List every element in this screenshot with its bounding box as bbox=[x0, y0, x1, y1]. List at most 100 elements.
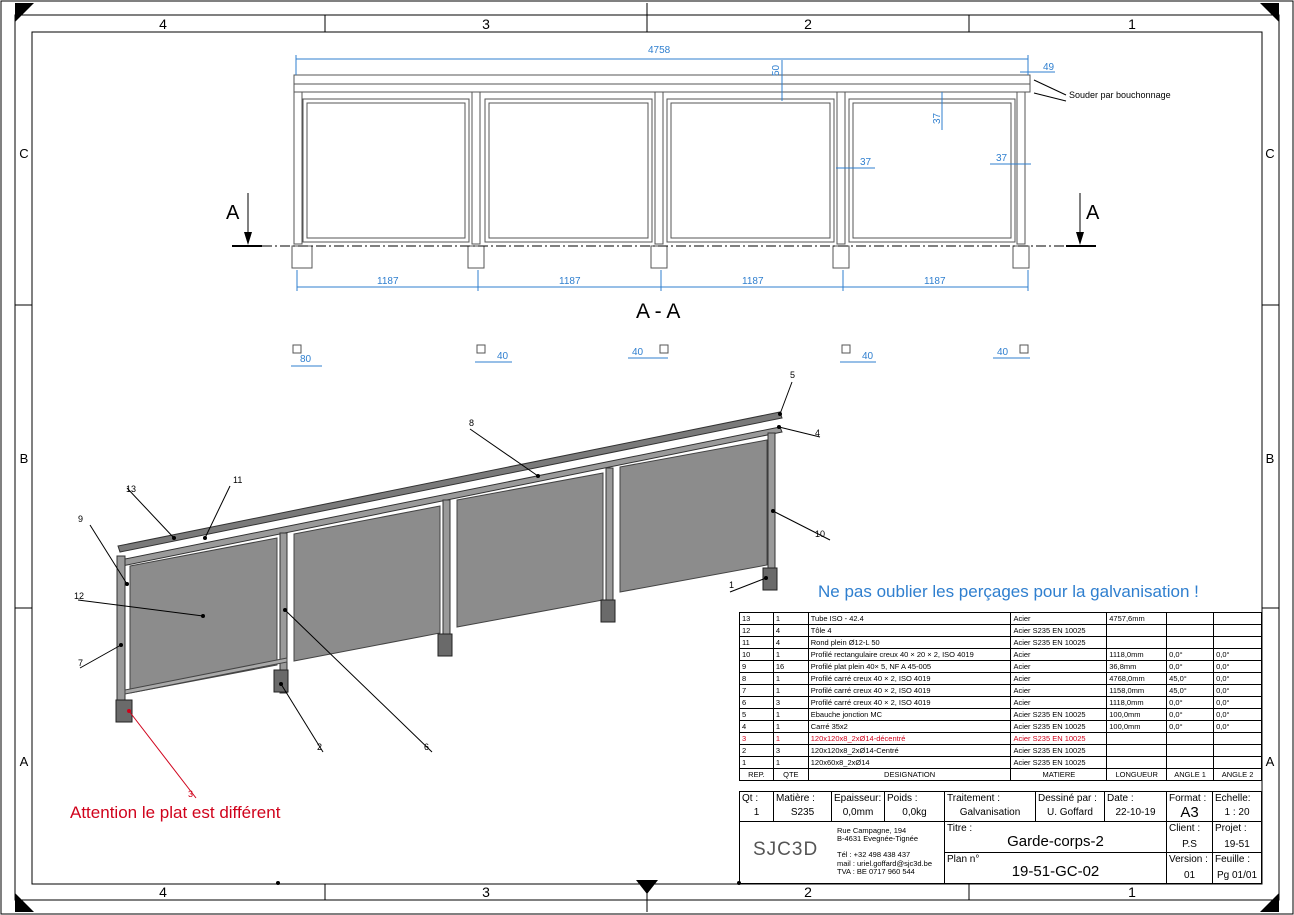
tb-projet: Projet :19-51 bbox=[1212, 821, 1262, 853]
dim-gap-top: 37 bbox=[932, 112, 943, 124]
section-letter-right: A bbox=[1086, 202, 1100, 224]
bom-cell: 4 bbox=[739, 720, 774, 733]
dim-gap-side-1: 37 bbox=[860, 157, 872, 168]
bom-cell bbox=[1106, 624, 1168, 637]
bom-cell: 4 bbox=[772, 636, 809, 649]
bom-cell: 120x120x8_2xØ14-décentré bbox=[807, 732, 1012, 745]
bom-header-cell: LONGUEUR bbox=[1106, 768, 1168, 781]
tb-echelle: Echelle:1 : 20 bbox=[1212, 791, 1262, 822]
bom-cell bbox=[1166, 744, 1215, 757]
bom-cell: Acier bbox=[1010, 612, 1108, 625]
zone-col-2-bottom: 2 bbox=[804, 884, 812, 900]
dim-end-offset: 49 bbox=[1043, 62, 1055, 73]
bom-cell: 100,0mm bbox=[1106, 708, 1168, 721]
tb-feuille: Feuille :Pg 01/01 bbox=[1212, 852, 1262, 884]
bom-cell: 0,0° bbox=[1166, 696, 1215, 709]
bom-cell: 1 bbox=[772, 672, 809, 685]
zone-col-4-top: 4 bbox=[159, 16, 167, 32]
bom-cell: 1118,0mm bbox=[1106, 696, 1168, 709]
bom-cell bbox=[1106, 744, 1168, 757]
bom-cell bbox=[1106, 732, 1168, 745]
callout-10: 10 bbox=[815, 529, 826, 539]
callout-5: 5 bbox=[790, 370, 796, 380]
tb-client: Client :P.S bbox=[1166, 821, 1213, 853]
bom-cell: 36,8mm bbox=[1106, 660, 1168, 673]
bom-cell bbox=[1106, 636, 1168, 649]
bom-cell bbox=[1166, 756, 1215, 769]
dim-rail-height: 50 bbox=[771, 64, 782, 76]
bom-cell: 0,0° bbox=[1166, 648, 1215, 661]
dim-plate-5: 40 bbox=[997, 347, 1009, 358]
bom-cell: Tube ISO - 42.4 bbox=[807, 612, 1012, 625]
bom-cell: 4757,6mm bbox=[1106, 612, 1168, 625]
bom-cell bbox=[1166, 612, 1215, 625]
bom-cell: Acier S235 EN 10025 bbox=[1010, 720, 1108, 733]
bom-cell: 0,0° bbox=[1166, 708, 1215, 721]
zone-col-1-bottom: 1 bbox=[1128, 884, 1136, 900]
bom-cell: 5 bbox=[739, 708, 774, 721]
tb-company: SJC3D Rue Campagne, 194 B-4631 Evegnée-T… bbox=[739, 821, 945, 884]
bom-cell: Profilé carré creux 40 × 2, ISO 4019 bbox=[807, 684, 1012, 697]
bom-cell: 3 bbox=[772, 744, 809, 757]
callout-9: 9 bbox=[78, 514, 84, 524]
bom-cell: Profilé carré creux 40 × 2, ISO 4019 bbox=[807, 696, 1012, 709]
zone-row-b-right: B bbox=[1265, 451, 1275, 466]
callout-7: 7 bbox=[78, 658, 84, 668]
bom-cell: Acier bbox=[1010, 648, 1108, 661]
tb-traitement: Traitement :Galvanisation bbox=[944, 791, 1036, 822]
zone-row-b-left: B bbox=[19, 451, 29, 466]
bom-cell: 1118,0mm bbox=[1106, 648, 1168, 661]
zone-col-4-bottom: 4 bbox=[159, 884, 167, 900]
callout-11: 11 bbox=[233, 475, 243, 485]
dim-plate-1: 80 bbox=[300, 354, 312, 365]
bom-cell: 0,0° bbox=[1213, 648, 1262, 661]
bom-header-cell: REP. bbox=[739, 768, 774, 781]
zone-col-2-top: 2 bbox=[804, 16, 812, 32]
tb-date: Date :22-10-19 bbox=[1104, 791, 1167, 822]
zone-row-c-left: C bbox=[19, 146, 29, 161]
bom-cell bbox=[1166, 636, 1215, 649]
zone-col-3-top: 3 bbox=[482, 16, 490, 32]
bom-header-cell: QTE bbox=[772, 768, 809, 781]
bom-cell: Acier bbox=[1010, 684, 1108, 697]
bom-cell bbox=[1213, 756, 1262, 769]
bom-cell: Ebauche jonction MC bbox=[807, 708, 1012, 721]
bom-cell: Acier S235 EN 10025 bbox=[1010, 636, 1108, 649]
bom-cell: 1 bbox=[772, 732, 809, 745]
dim-span-2: 1187 bbox=[559, 276, 581, 287]
bom-header-cell: ANGLE 1 bbox=[1166, 768, 1215, 781]
bom-cell bbox=[1213, 624, 1262, 637]
tb-titre: Titre :Garde-corps-2 bbox=[944, 821, 1167, 853]
dim-overall-length: 4758 bbox=[648, 45, 671, 56]
dim-plate-4: 40 bbox=[862, 351, 874, 362]
bom-cell bbox=[1166, 732, 1215, 745]
dim-plate-2: 40 bbox=[497, 351, 509, 362]
bom-cell: Acier bbox=[1010, 672, 1108, 685]
dim-gap-side-2: 37 bbox=[996, 153, 1008, 164]
dim-plate-3: 40 bbox=[632, 347, 644, 358]
bom-cell: 1 bbox=[772, 756, 809, 769]
bom-cell: 2 bbox=[739, 744, 774, 757]
tb-dessine: Dessiné par :U. Goffard bbox=[1035, 791, 1105, 822]
bom-cell: 100,0mm bbox=[1106, 720, 1168, 733]
bom-cell: 1158,0mm bbox=[1106, 684, 1168, 697]
bom-cell: 0,0° bbox=[1213, 720, 1262, 733]
bom-cell: 7 bbox=[739, 684, 774, 697]
bom-cell: Rond plein Ø12-L 50 bbox=[807, 636, 1012, 649]
bom-cell: Tôle 4 bbox=[807, 624, 1012, 637]
bom-cell: Acier S235 EN 10025 bbox=[1010, 744, 1108, 757]
bom-cell: Profilé rectangulaire creux 40 × 20 × 2,… bbox=[807, 648, 1012, 661]
bom-cell: 6 bbox=[739, 696, 774, 709]
